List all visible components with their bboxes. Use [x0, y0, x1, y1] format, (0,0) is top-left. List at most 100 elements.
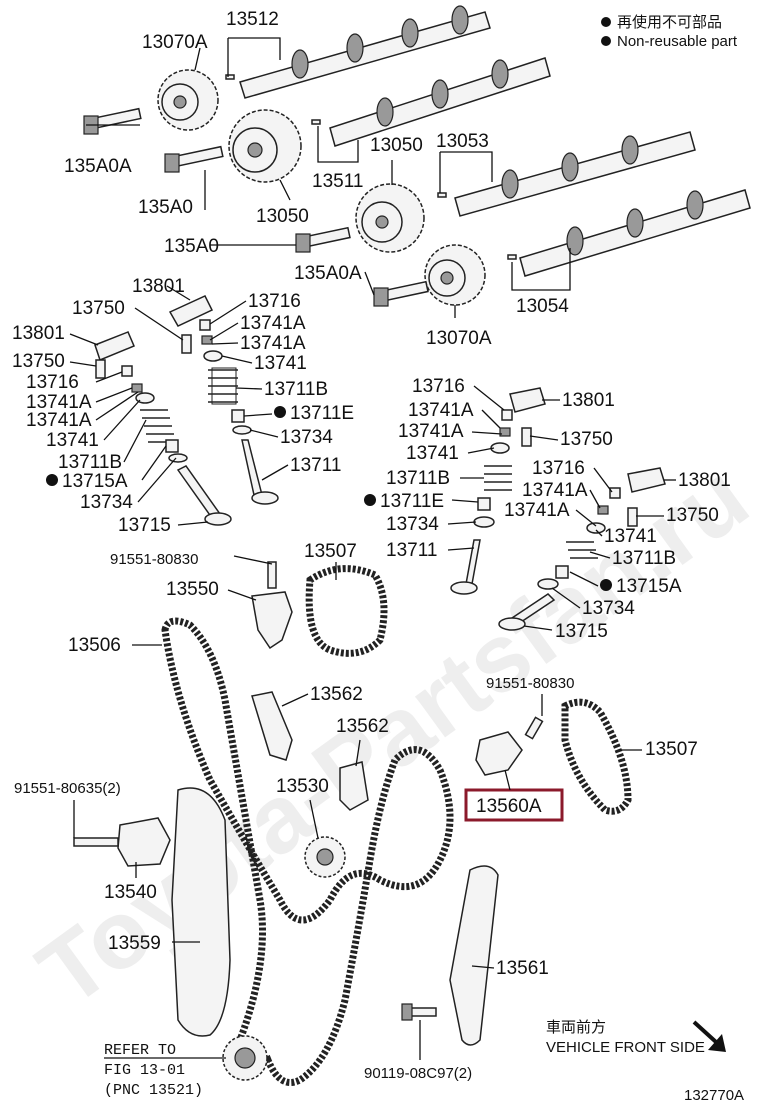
lash-adjuster-b[interactable]	[95, 359, 106, 379]
camshaft-lower-left[interactable]	[454, 131, 696, 217]
valve-seal-a[interactable]	[231, 409, 245, 423]
label-13741A: 13741A	[26, 392, 92, 413]
label-13715: 13715	[118, 515, 171, 536]
chain-tensioner-13560A[interactable]	[475, 716, 544, 776]
label-13512: 13512	[226, 9, 279, 30]
keeper-b[interactable]	[131, 383, 143, 393]
retainer-a[interactable]	[203, 350, 223, 362]
chain-tensioner-13550[interactable]	[251, 561, 293, 650]
cam-sprocket-13070A-mid[interactable]	[424, 244, 486, 306]
dowel-pin[interactable]	[225, 74, 235, 80]
rocker-arm-13801-b[interactable]	[94, 331, 135, 361]
label-13741A: 13741A	[398, 421, 464, 442]
label-13711B: 13711B	[58, 452, 122, 473]
label-91551-80830: 91551-80830	[486, 675, 574, 692]
valve-spring-a[interactable]	[208, 367, 238, 405]
valve-13711-left[interactable]	[241, 439, 279, 505]
label-135A0A: 135A0A	[64, 156, 132, 177]
valve-seal-d[interactable]	[555, 565, 569, 579]
crank-sprocket[interactable]	[222, 1035, 268, 1081]
idler-sprocket-13530[interactable]	[304, 836, 346, 878]
rocker-arm-13801-d[interactable]	[627, 467, 666, 493]
valve-cap-c[interactable]	[501, 409, 513, 421]
label-13741: 13741	[604, 526, 657, 547]
keeper-c[interactable]	[499, 427, 511, 437]
valve-seal-b[interactable]	[165, 439, 179, 453]
label-13540: 13540	[104, 882, 157, 903]
valve-seal-c[interactable]	[477, 497, 491, 511]
label-13050: 13050	[370, 135, 423, 156]
label-13511: 13511	[312, 171, 363, 192]
rocker-arm-13801-a[interactable]	[168, 295, 214, 327]
timing-chain-13506[interactable]	[161, 617, 454, 1086]
camshaft-upper-right[interactable]	[329, 57, 551, 147]
valve-spring-b[interactable]	[140, 409, 176, 443]
label-13506: 13506	[68, 635, 121, 656]
valve-13715-right[interactable]	[498, 593, 556, 631]
washer-c[interactable]	[473, 516, 495, 528]
label-13507: 13507	[304, 541, 357, 562]
washer-d[interactable]	[537, 578, 559, 590]
label-13715A: 13715A	[616, 576, 682, 597]
valve-spring-d[interactable]	[566, 541, 598, 559]
label-13711E: 13711E	[380, 491, 444, 512]
bolt-135A0-mid[interactable]	[295, 226, 351, 253]
camshaft-lower-right[interactable]	[519, 189, 751, 277]
timing-chain-13507-right[interactable]	[561, 698, 632, 815]
dowel-pin[interactable]	[507, 254, 517, 260]
label-13562: 13562	[310, 684, 363, 705]
lash-adjuster-a[interactable]	[181, 334, 192, 354]
label-135A0A: 135A0A	[294, 263, 362, 284]
bolt-135A0A-top[interactable]	[83, 107, 142, 135]
bolt-90119[interactable]	[401, 1003, 437, 1021]
valve-13715-left[interactable]	[176, 465, 232, 526]
front-arrow-icon	[692, 1020, 726, 1052]
valve-cap-b[interactable]	[121, 365, 133, 377]
label-13750: 13750	[666, 505, 719, 526]
label-13734: 13734	[582, 598, 635, 619]
keeper-d[interactable]	[597, 505, 609, 515]
cam-sprocket-13070A-top[interactable]	[157, 69, 219, 131]
dowel-pin[interactable]	[311, 119, 321, 125]
timing-chain-13507-top[interactable]	[305, 565, 388, 657]
chain-guide-13561[interactable]	[449, 865, 499, 1046]
valve-cap-d[interactable]	[609, 487, 621, 499]
label-13741A: 13741A	[504, 500, 570, 521]
rocker-arm-13801-c[interactable]	[509, 387, 546, 413]
lash-adjuster-d[interactable]	[627, 507, 638, 527]
label-13711E: 13711E	[290, 403, 354, 424]
chain-tensioner-13540[interactable]	[73, 817, 171, 867]
label-13801: 13801	[12, 323, 65, 344]
bolt-135A0-top[interactable]	[164, 145, 224, 173]
washer-b[interactable]	[168, 453, 188, 463]
keeper-a[interactable]	[201, 335, 213, 345]
label-13741A: 13741A	[408, 400, 474, 421]
valve-cap-a[interactable]	[199, 319, 211, 331]
figure-id: 132770A	[684, 1087, 744, 1104]
chain-tensioner-arm-13559[interactable]	[171, 787, 231, 1037]
label-13507: 13507	[645, 739, 698, 760]
legend-en: Non-reusable part	[617, 33, 738, 50]
valve-13711-right[interactable]	[450, 539, 481, 595]
lash-adjuster-c[interactable]	[521, 427, 532, 447]
label-13054: 13054	[516, 296, 569, 317]
refer-text: (PNC 13521)	[104, 1082, 203, 1099]
cam-sprocket-13050-left[interactable]	[228, 109, 302, 183]
front-en-text: VEHICLE FRONT SIDE	[546, 1039, 705, 1056]
bolt-135A0A-mid[interactable]	[373, 280, 429, 307]
label-13741A: 13741A	[240, 313, 306, 334]
chain-guide-13562-a[interactable]	[251, 691, 293, 761]
label-13715A: 13715A	[62, 471, 128, 492]
label-13070A: 13070A	[426, 328, 492, 349]
cam-sprocket-13050-right[interactable]	[355, 183, 425, 253]
dowel-pin[interactable]	[437, 192, 447, 198]
label-13560A[interactable]: 13560A	[476, 796, 542, 817]
washer-a[interactable]	[232, 425, 252, 435]
chain-guide-13562-b[interactable]	[339, 761, 369, 811]
camshaft-upper-left[interactable]	[239, 5, 491, 99]
retainer-d[interactable]	[586, 522, 606, 534]
label-13711: 13711	[386, 540, 437, 561]
retainer-b[interactable]	[135, 392, 155, 404]
valve-spring-c[interactable]	[484, 465, 512, 491]
